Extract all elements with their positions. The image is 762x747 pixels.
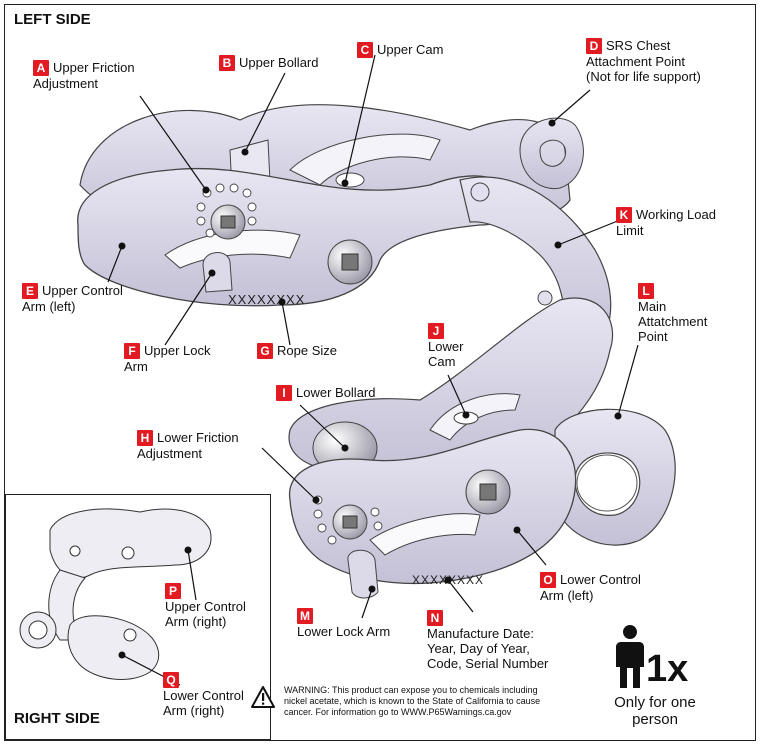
rope-size-engraving: XXXXXXXX — [228, 292, 305, 307]
badge-l: L — [638, 283, 654, 299]
badge-a: A — [33, 60, 49, 76]
callout-b-label: Upper Bollard — [239, 55, 319, 70]
upper-friction-holes — [196, 183, 257, 238]
srs-chest-ring — [519, 117, 584, 190]
leader-lines — [107, 54, 639, 619]
upper-lock-arm — [202, 252, 233, 293]
upper-hex-socket — [220, 215, 236, 229]
upper-pivot-socket — [341, 253, 359, 271]
callout-a-label: Upper Friction Adjustment — [33, 60, 135, 91]
callout-h-label: Lower Friction Adjustment — [137, 430, 239, 461]
right-side-title: RIGHT SIDE — [14, 710, 100, 727]
diagram-frame — [4, 4, 756, 741]
callout-m-label: Lower Lock Arm — [297, 624, 391, 639]
callout-c-label: Upper Cam — [377, 42, 444, 57]
badge-b: B — [219, 55, 235, 71]
badge-c: C — [357, 42, 373, 58]
badge-o: O — [540, 572, 556, 588]
callout-i: I Lower Bollard — [276, 385, 396, 401]
upper-cam — [289, 133, 441, 186]
lower-pivot-socket — [479, 483, 497, 501]
callout-d-label: SRS Chest Attachment Point (Not for life… — [586, 38, 701, 84]
lower-rope-slot — [369, 513, 481, 556]
badge-g: G — [257, 343, 273, 359]
callout-g-label: Rope Size — [277, 343, 337, 358]
callout-g: G Rope Size — [257, 343, 367, 359]
callout-n-label: Manufacture Date: Year, Day of Year, Cod… — [427, 626, 549, 671]
callout-o-label: Lower Control Arm (left) — [540, 572, 641, 603]
lower-hex-socket — [342, 515, 358, 529]
lower-control-arm-plate — [288, 428, 577, 585]
ring-inner — [576, 454, 638, 512]
badge-e: E — [22, 283, 38, 299]
upper-cam-slot — [335, 172, 365, 188]
callout-b: B Upper Bollard — [219, 55, 349, 71]
spine-rivet-1 — [470, 182, 490, 202]
badge-q: Q — [163, 672, 179, 688]
capacity-count: 1x — [646, 648, 689, 690]
callout-l-label: Main Attatchment Point — [638, 299, 708, 344]
leader-dots — [118, 119, 622, 593]
callout-e-label: Upper Control Arm (left) — [22, 283, 123, 314]
badge-i: I — [276, 385, 292, 401]
callout-p-label: Upper Control Arm (right) — [165, 599, 246, 629]
spine-rivet-2 — [537, 290, 553, 306]
badge-d: D — [586, 38, 602, 54]
badge-m: M — [297, 608, 313, 624]
callout-q-label: Lower Control Arm (right) — [163, 688, 244, 718]
callout-i-label: Lower Bollard — [296, 385, 376, 400]
badge-j: J — [428, 323, 444, 339]
prop65-warning: WARNING: This product can expose you to … — [251, 685, 554, 718]
badge-p: P — [165, 583, 181, 599]
callout-k-label: Working Load Limit — [616, 207, 716, 238]
badge-h: H — [137, 430, 153, 446]
callout-f-label: Upper Lock Arm — [124, 343, 211, 374]
warning-triangle-icon — [251, 686, 275, 708]
warning-text: WARNING: This product can expose you to … — [284, 685, 541, 717]
capacity-text: Only for one person — [614, 694, 696, 728]
callout-j-label: Lower Cam — [428, 339, 464, 369]
callout-c: C Upper Cam — [357, 42, 467, 58]
left-side-title: LEFT SIDE — [14, 11, 91, 28]
badge-k: K — [616, 207, 632, 223]
badge-n: N — [427, 610, 443, 626]
badge-f: F — [124, 343, 140, 359]
main-attachment-ring — [554, 408, 676, 546]
